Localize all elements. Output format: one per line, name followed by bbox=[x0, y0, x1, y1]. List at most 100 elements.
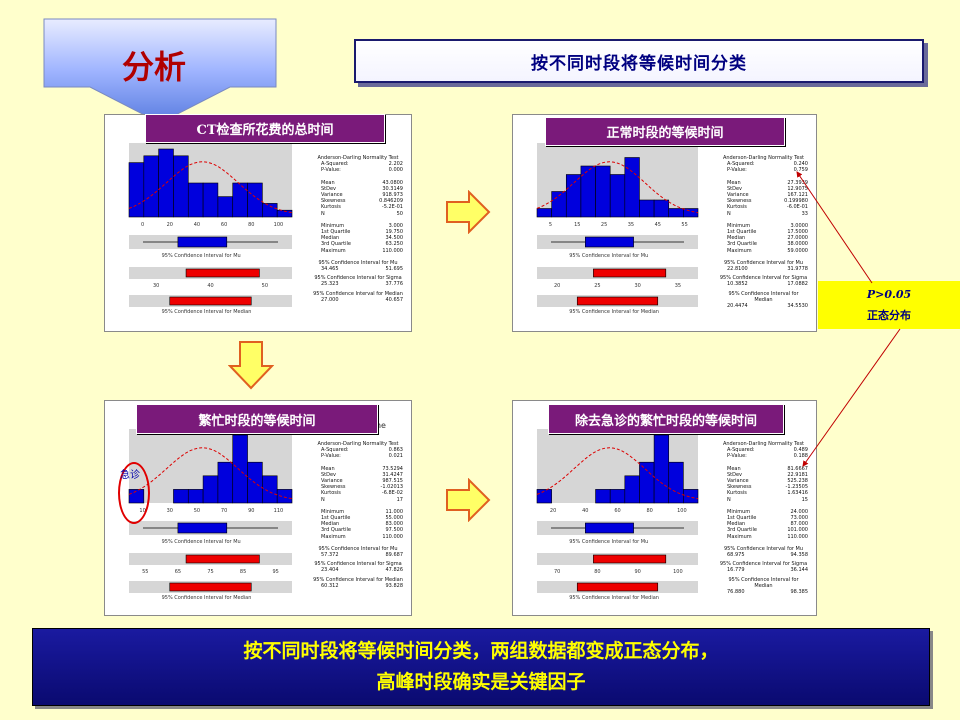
ci-median-bar bbox=[576, 296, 659, 306]
stat-value: 15 bbox=[801, 496, 808, 503]
hist-tick-label: 35 bbox=[628, 222, 634, 228]
ci-median-chart-label: 95% Confidence Interval for Median bbox=[569, 595, 659, 601]
hist-tick-label: 45 bbox=[655, 222, 661, 228]
boxplot-box bbox=[177, 522, 228, 534]
stat-value: -5.2E-01 bbox=[381, 204, 403, 211]
stat-value: 34.500 bbox=[385, 235, 404, 242]
histogram-bar bbox=[653, 434, 670, 504]
stat-value: 22.9181 bbox=[787, 471, 808, 478]
stat-value: 110.000 bbox=[382, 247, 403, 254]
histogram-bar bbox=[202, 182, 219, 218]
ci-tick-label: 95 bbox=[273, 569, 279, 575]
stat-label: Variance bbox=[321, 192, 343, 199]
panel-title-total: CT检查所花费的总时间 bbox=[145, 114, 385, 143]
ci-mu-bar bbox=[185, 554, 260, 564]
quantile-row: Median 83.000 bbox=[313, 521, 403, 527]
stat-label: 1st Quartile bbox=[321, 229, 351, 236]
stats-header: Anderson-Darling Normality Test bbox=[722, 155, 805, 161]
test-row: A-Squared:2.202 bbox=[313, 161, 403, 167]
stat-label: Minimum bbox=[321, 508, 345, 515]
ci-low: 27.000 bbox=[321, 296, 339, 303]
test-row: P-Value:0.188 bbox=[719, 453, 808, 459]
ci-mu-chart-label: 95% Confidence Interval for Mu bbox=[161, 253, 241, 259]
histogram-bar bbox=[143, 155, 159, 218]
stats-spacer bbox=[719, 595, 808, 598]
right-arrow-icon bbox=[445, 477, 491, 526]
histogram-bar bbox=[609, 174, 626, 218]
stat-label: A-Squared: bbox=[321, 161, 349, 168]
test-row: P-Value:0.759 bbox=[719, 167, 808, 173]
ci-tick-label: 35 bbox=[675, 283, 681, 289]
conclusion-line-2: 高峰时段确实是关键因子 bbox=[376, 671, 586, 693]
hist-tick-label: 40 bbox=[582, 508, 588, 514]
hist-tick-label: 0 bbox=[141, 222, 144, 228]
stat-label: Skewness bbox=[321, 198, 346, 205]
ci-tick-label: 30 bbox=[634, 283, 640, 289]
chart-subtitle: ime bbox=[371, 421, 386, 430]
stat-value: 3.000 bbox=[388, 222, 403, 229]
stat-label: Mean bbox=[321, 465, 335, 472]
test-row: P-Value:0.000 bbox=[313, 167, 403, 173]
ci-median-chart-label: 95% Confidence Interval for Median bbox=[569, 309, 659, 315]
hist-tick-label: 80 bbox=[248, 222, 254, 228]
stat-label: Minimum bbox=[727, 222, 751, 229]
histogram-bar bbox=[624, 157, 640, 218]
ci-mu-chart-label: 95% Confidence Interval for Mu bbox=[569, 539, 649, 545]
stat-value: 83.000 bbox=[385, 521, 404, 528]
histogram-bar bbox=[668, 208, 684, 218]
ci-median-label: 95% Confidence Interval for Median bbox=[313, 290, 403, 297]
normal-curve bbox=[128, 161, 293, 214]
ci-tick-label: 20 bbox=[554, 283, 560, 289]
stat-label: Kurtosis bbox=[727, 204, 747, 211]
stat-label: Maximum bbox=[321, 247, 346, 254]
chart-panel-busy-no-emergency: e2040608010070809010095% Confidence Inte… bbox=[512, 400, 817, 616]
stat-label: 1st Quartile bbox=[727, 229, 757, 236]
stat-value: 33 bbox=[801, 210, 808, 217]
ci-high: 94.358 bbox=[790, 552, 809, 559]
stat-value: 110.000 bbox=[787, 533, 808, 540]
stat-label: P-Value: bbox=[727, 453, 747, 460]
stat-value: 31.4247 bbox=[382, 471, 403, 478]
ci-tick-label: 90 bbox=[634, 569, 640, 575]
stat-value: 0.000 bbox=[388, 167, 403, 174]
histogram-bar bbox=[217, 196, 234, 218]
stat-value: 0.240 bbox=[793, 161, 808, 168]
stat-label: 3rd Quartile bbox=[321, 241, 351, 248]
ci-low: 68.975 bbox=[727, 552, 745, 559]
ci-low: 60.312 bbox=[321, 582, 339, 589]
stat-value: 0.863 bbox=[388, 447, 403, 454]
stat-label: Mean bbox=[727, 465, 741, 472]
stats-spacer bbox=[313, 303, 403, 306]
hist-tick-label: 100 bbox=[677, 508, 687, 514]
hist-tick-label: 20 bbox=[550, 508, 556, 514]
stat-value: 1.63416 bbox=[787, 490, 808, 497]
stat-value: 110.000 bbox=[382, 533, 403, 540]
boxplot-box bbox=[177, 236, 228, 248]
down-arrow-icon bbox=[43, 18, 277, 124]
analysis-label: 分析 bbox=[122, 48, 187, 86]
ci-high: 36.144 bbox=[790, 567, 809, 574]
stat-value: 17 bbox=[396, 496, 403, 503]
stat-label: P-Value: bbox=[321, 453, 341, 460]
histogram-bar bbox=[565, 174, 582, 218]
stat-label: Variance bbox=[321, 478, 343, 485]
stat-label: N bbox=[727, 496, 731, 503]
stat-label: Mean bbox=[321, 179, 335, 186]
histogram-bar bbox=[128, 162, 145, 218]
pvalue-callout-line2: 正态分布 bbox=[867, 309, 911, 322]
ci-mu-label: 95% Confidence Interval for Mu bbox=[318, 545, 398, 552]
stat-label: Median bbox=[321, 521, 340, 528]
